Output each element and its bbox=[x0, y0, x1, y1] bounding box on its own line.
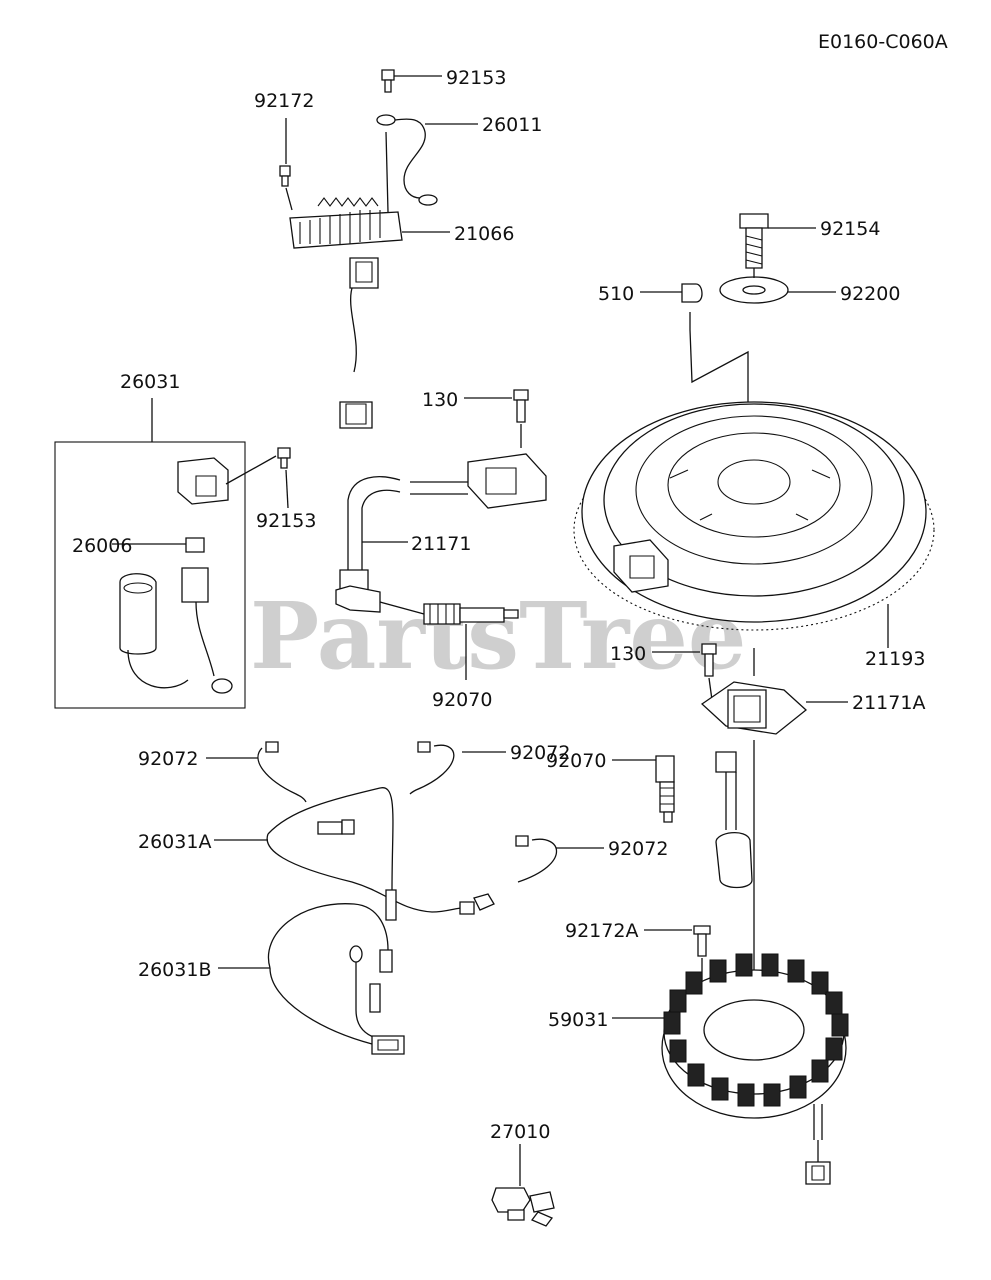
part-26031-kit-box bbox=[54, 398, 246, 709]
part-26031A-harness bbox=[214, 787, 495, 921]
label-26006[interactable]: 26006 bbox=[72, 535, 132, 557]
label-26031[interactable]: 26031 bbox=[120, 371, 180, 393]
label-92070-a[interactable]: 92070 bbox=[432, 689, 492, 711]
label-92072-b[interactable]: 92072 bbox=[510, 742, 570, 764]
label-92070-b[interactable]: 92070 bbox=[546, 750, 606, 772]
label-59031[interactable]: 59031 bbox=[548, 1009, 608, 1031]
label-92154[interactable]: 92154 bbox=[820, 218, 880, 240]
part-92172-screw bbox=[279, 118, 293, 211]
part-27010-oil-switch bbox=[491, 1144, 555, 1227]
label-92072-c[interactable]: 92072 bbox=[608, 838, 668, 860]
label-510[interactable]: 510 bbox=[598, 283, 634, 305]
part-21171-ignition-coil bbox=[335, 453, 547, 613]
label-130-b[interactable]: 130 bbox=[610, 643, 646, 665]
label-26011[interactable]: 26011 bbox=[482, 114, 542, 136]
label-92072-a[interactable]: 92072 bbox=[138, 748, 198, 770]
part-21066-regulator bbox=[289, 131, 450, 429]
label-21066[interactable]: 21066 bbox=[454, 223, 514, 245]
part-59031-stator bbox=[612, 953, 849, 1185]
label-27010[interactable]: 27010 bbox=[490, 1121, 550, 1143]
part-92172A-screw bbox=[644, 925, 711, 990]
part-92153-mid-bolt bbox=[225, 447, 291, 509]
part-92200-washer bbox=[719, 268, 836, 304]
part-510-key bbox=[640, 283, 749, 470]
label-92172A[interactable]: 92172A bbox=[565, 920, 638, 942]
label-21171A[interactable]: 21171A bbox=[852, 692, 925, 714]
label-92153-mid[interactable]: 92153 bbox=[256, 510, 316, 532]
label-26031A[interactable]: 26031A bbox=[138, 831, 211, 853]
part-92072-clamp-c bbox=[515, 835, 604, 883]
part-21171A-ignition-coil bbox=[700, 648, 848, 1010]
label-92200[interactable]: 92200 bbox=[840, 283, 900, 305]
part-92154-flywheel-bolt bbox=[739, 213, 816, 269]
part-92072-clamp-a bbox=[206, 741, 307, 803]
label-92153-top[interactable]: 92153 bbox=[446, 67, 506, 89]
label-130-a[interactable]: 130 bbox=[422, 389, 458, 411]
label-26031B[interactable]: 26031B bbox=[138, 959, 211, 981]
part-130-bolt-b bbox=[652, 643, 717, 701]
part-26011-ground-wire bbox=[376, 114, 478, 206]
part-130-bolt-a bbox=[464, 389, 529, 448]
diagram-code: E0160-C060A bbox=[818, 31, 948, 53]
part-21193-flywheel bbox=[573, 401, 935, 648]
label-21193[interactable]: 21193 bbox=[865, 648, 925, 670]
label-92172[interactable]: 92172 bbox=[254, 90, 314, 112]
part-92070-spark-plug-a bbox=[379, 601, 519, 680]
part-92153-top-bolt bbox=[381, 69, 442, 93]
label-21171[interactable]: 21171 bbox=[411, 533, 471, 555]
part-92070-spark-plug-b bbox=[612, 755, 675, 823]
part-26031B-harness bbox=[218, 903, 405, 1055]
part-92072-clamp-b bbox=[409, 741, 506, 795]
